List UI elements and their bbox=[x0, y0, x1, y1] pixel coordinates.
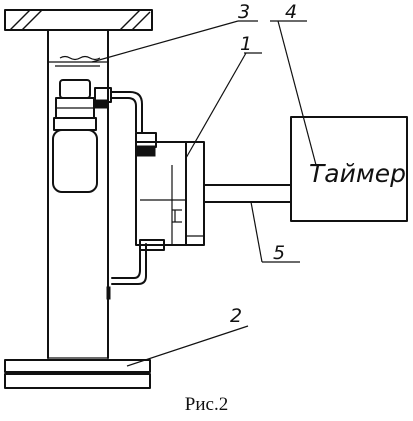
figure-caption: Рис.2 bbox=[184, 394, 229, 415]
label-3: 3 bbox=[238, 1, 250, 23]
label-5: 5 bbox=[273, 242, 285, 264]
base-plate-2 bbox=[4, 359, 151, 389]
timer-label: Таймер bbox=[309, 159, 406, 188]
tubing bbox=[110, 91, 147, 285]
leader-lines bbox=[91, 20, 317, 367]
label-2: 2 bbox=[230, 305, 242, 327]
sensor-body bbox=[52, 79, 112, 300]
top-flange bbox=[4, 9, 153, 31]
shaft-5 bbox=[203, 184, 292, 203]
label-4: 4 bbox=[285, 1, 297, 23]
reservoir-3 bbox=[48, 55, 108, 67]
vertical-column bbox=[47, 29, 109, 359]
label-1: 1 bbox=[240, 33, 252, 55]
technical-drawing: Таймер 3 4 1 5 2 bbox=[4, 1, 408, 389]
device-1 bbox=[135, 132, 205, 251]
timer-box: Таймер bbox=[290, 116, 408, 222]
